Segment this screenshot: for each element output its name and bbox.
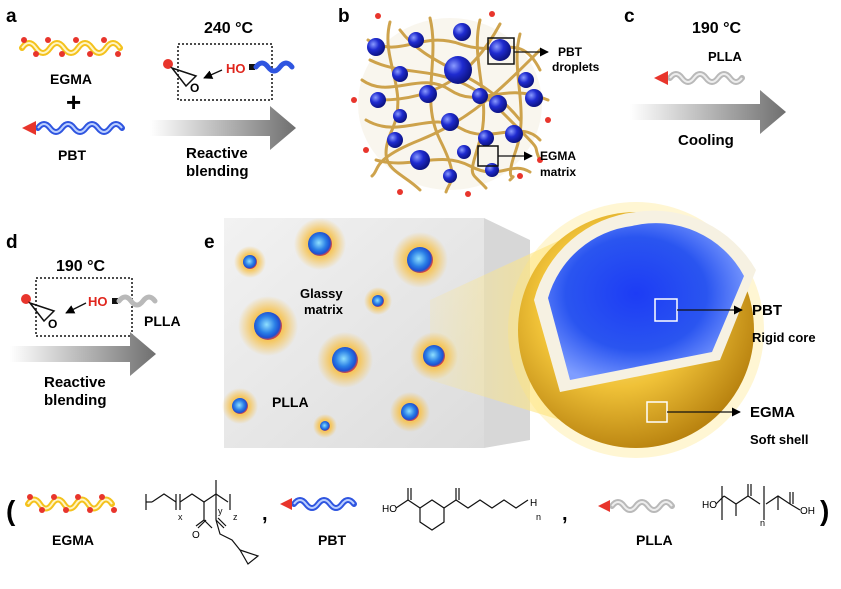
core-shell-particle [508,202,764,458]
reaction-box-a: O HO [163,43,295,101]
glassy-matrix-line2: matrix [304,302,344,317]
pbt-droplet-highlight [487,37,515,65]
legend-plla-label: PLLA [636,532,673,548]
process-c: Cooling [678,132,734,149]
legend-open-paren: ( [6,495,16,526]
pbt-droplets-line1: PBT [558,45,583,59]
legend-sub-x: x [178,512,183,522]
temperature-d: 190 °C [56,258,106,275]
panel-b-letter: b [338,6,350,27]
legend-egma-chain-icon [25,494,117,513]
egma-desc-e: Soft shell [750,432,809,447]
glassy-matrix-line1: Glassy [300,286,343,301]
legend-o-1: O [192,530,200,541]
pbt-label-a: PBT [58,147,86,163]
process-arrow-a [150,106,296,150]
plus-sign: + [66,87,81,117]
legend-comma-2: , [562,503,568,525]
temperature-c: 190 °C [692,20,742,37]
ho-label-a: HO [226,61,246,76]
plla-label-c: PLLA [708,49,743,64]
ho-label-d: HO [88,294,108,309]
plla-chain-icon-c [654,71,745,85]
panel-d-letter: d [6,232,18,253]
panel-c-letter: c [624,6,635,27]
reaction-box-d: O HO [21,277,158,337]
legend-pbt-label: PBT [318,532,346,548]
pbt-droplets-line2: droplets [552,60,600,74]
legend-h: H [530,498,537,509]
legend-sub-n2: n [760,518,765,528]
legend-ho-1: HO [382,504,397,515]
legend-comma-1: , [262,503,268,525]
egma-matrix-line1: EGMA [540,149,576,163]
egma-structure [145,480,260,565]
egma-label-e: EGMA [750,404,795,421]
pbt-label-e: PBT [752,302,782,319]
plla-label-e: PLLA [272,394,309,410]
process-d-line1: Reactive [44,374,106,391]
process-arrow-d [10,332,156,376]
plla-label-d: PLLA [144,313,181,329]
legend-pbt-chain-icon [280,497,357,511]
pbt-structure [395,488,529,531]
panel-e-letter: e [204,232,215,253]
egma-label-a: EGMA [50,71,92,87]
legend-sub-y: y [218,506,223,516]
plla-droplets [222,218,458,438]
svg-text:O: O [48,317,57,331]
pbt-desc-e: Rigid core [752,330,816,345]
panel-a-letter: a [6,6,17,27]
process-a-line1: Reactive [186,145,248,162]
legend-plla-chain-icon [598,499,675,513]
egma-matrix-network [351,11,551,197]
legend-egma-label: EGMA [52,532,94,548]
legend-sub-z: z [233,512,238,522]
legend-sub-n1: n [536,512,541,522]
process-a-line2: blending [186,163,249,180]
pbt-chain-icon [22,121,125,135]
legend-ho-2: HO [702,500,717,511]
legend-oh: OH [800,506,815,517]
plla-structure [715,484,801,520]
egma-chain-icon [19,37,123,57]
egma-matrix-line2: matrix [540,165,576,179]
svg-text:O: O [190,81,199,95]
process-d-line2: blending [44,392,107,409]
process-arrow-c [630,90,786,134]
legend-close-paren: ) [820,495,829,526]
temperature-a: 240 °C [204,20,254,37]
